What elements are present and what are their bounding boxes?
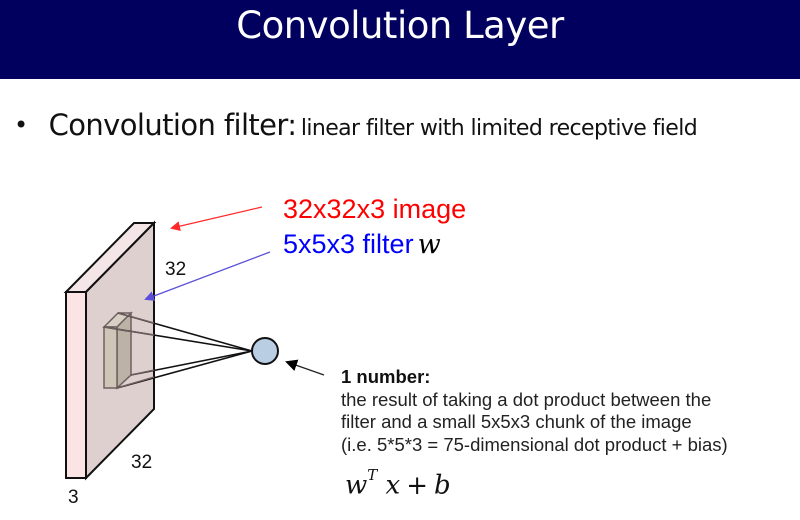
explanation-line: the result of taking a dot product betwe… bbox=[341, 388, 712, 410]
formula-x: x bbox=[385, 470, 401, 501]
bullet-item: • Convolution filter: linear filter with… bbox=[14, 108, 698, 142]
image-label: 32x32x3 image bbox=[283, 194, 467, 224]
output-arrow bbox=[285, 359, 325, 376]
filter-symbol: w bbox=[417, 229, 441, 260]
filter-block bbox=[102, 311, 133, 390]
filter-label-text: 5x5x3 filter bbox=[283, 229, 414, 259]
formula-w: w bbox=[345, 470, 368, 501]
explanation-block: 1 number: the result of taking a dot pro… bbox=[341, 366, 728, 456]
filter-arrow bbox=[144, 251, 271, 301]
slab-front bbox=[65, 291, 87, 479]
bullet-term: Convolution filter: bbox=[48, 108, 297, 142]
projection-lines-inside bbox=[103, 312, 155, 389]
bullet-icon: • bbox=[14, 111, 29, 139]
explanation-line: filter and a small 5x5x3 chunk of the im… bbox=[341, 411, 692, 432]
dimension-depth: 3 bbox=[68, 487, 79, 508]
formula-b: b bbox=[434, 470, 451, 501]
output-node bbox=[251, 337, 279, 365]
formula-transpose: T bbox=[367, 466, 378, 484]
bullet-description: linear filter with limited receptive fie… bbox=[300, 116, 698, 141]
explanation-heading: 1 number: bbox=[341, 366, 431, 387]
formula: wT x+b bbox=[345, 466, 451, 501]
title-bar: Convolution Layer bbox=[0, 0, 800, 79]
dimension-height: 32 bbox=[165, 259, 187, 280]
explanation-line: (i.e. 5*5*3 = 75-dimensional dot product… bbox=[341, 433, 728, 455]
slide-title: Convolution Layer bbox=[236, 4, 564, 47]
formula-plus: + bbox=[406, 470, 429, 501]
image-arrow bbox=[170, 206, 263, 232]
dimension-width: 32 bbox=[131, 452, 153, 473]
